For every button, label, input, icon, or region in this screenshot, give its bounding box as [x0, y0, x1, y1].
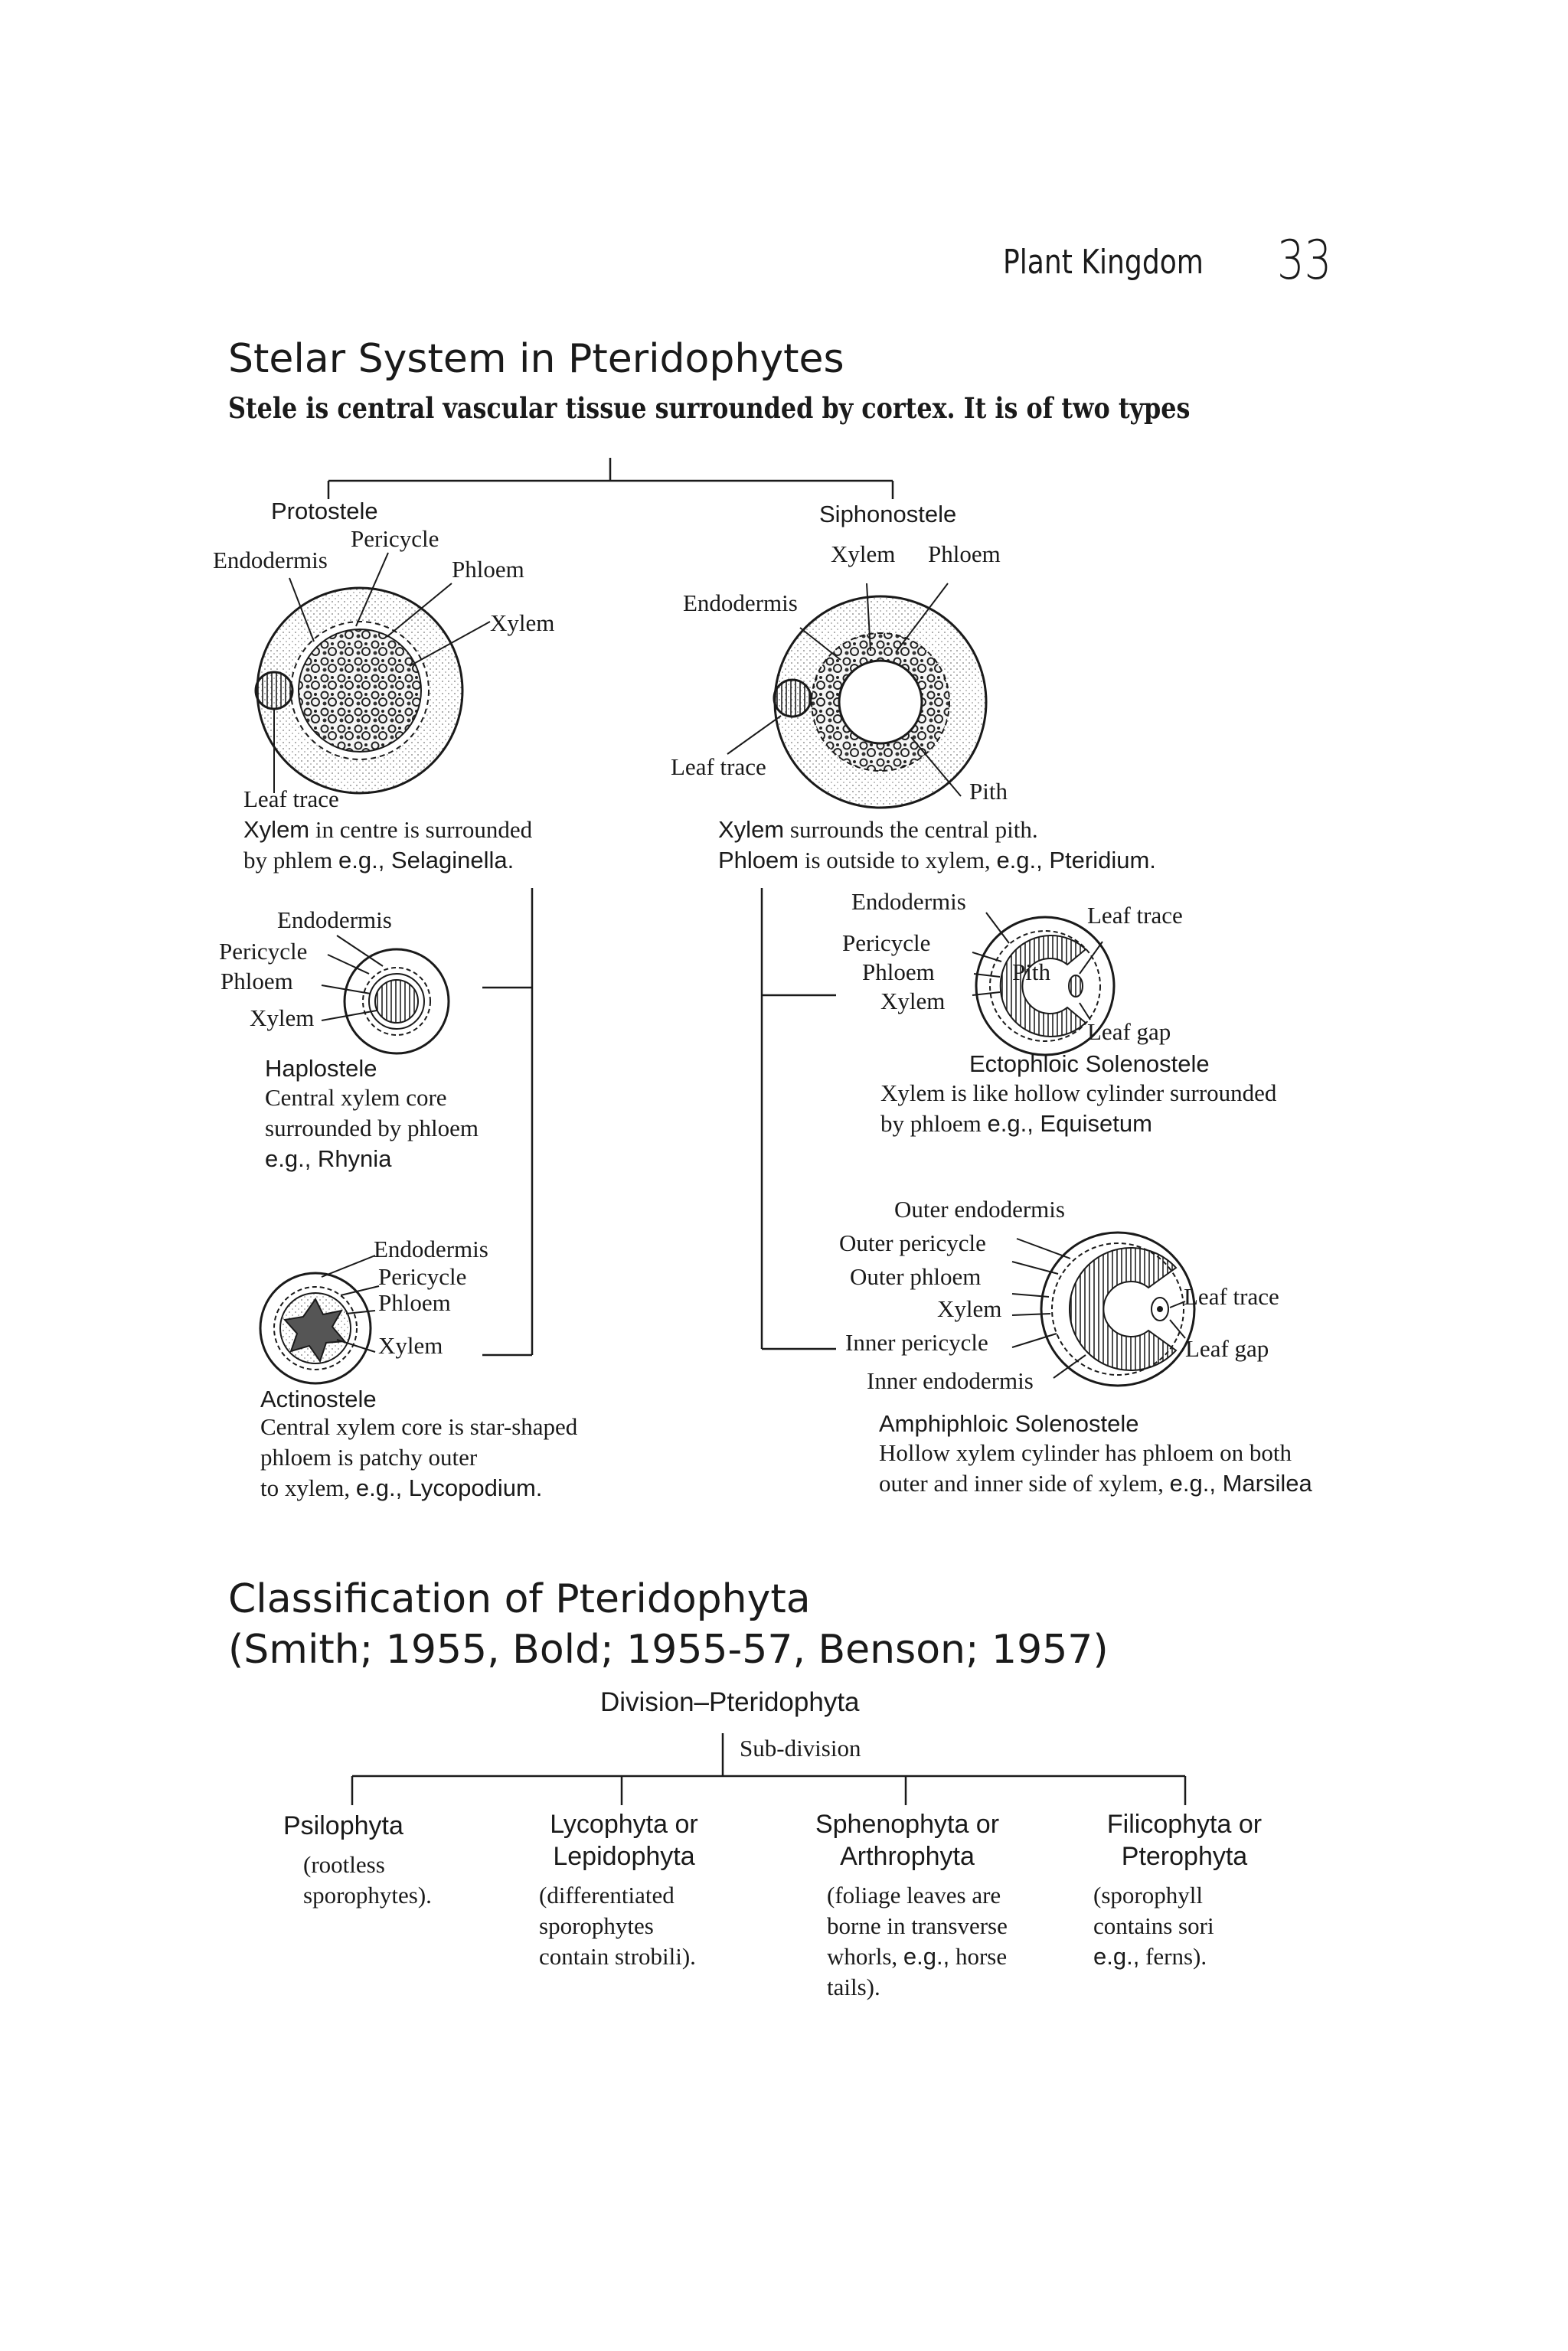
- actinostele-label-xylem: Xylem: [378, 1332, 443, 1359]
- protostele-description-line2: by phlem e.g., Selaginella.: [243, 847, 514, 873]
- haplostele-description-line3: e.g., Rhynia: [265, 1145, 392, 1172]
- ectophloic-label-xylem: Xylem: [880, 988, 946, 1014]
- types-bracket: [327, 458, 894, 499]
- group-desc-lycophyta: (differentiated sporophytes contain stro…: [539, 1882, 696, 1970]
- group-name-psilophyta: Psilophyta: [283, 1811, 403, 1840]
- amphiphloic-description-line1: Hollow xylem cylinder has phloem on both: [879, 1439, 1292, 1466]
- subdivision-label: Sub-division: [740, 1735, 861, 1762]
- amphiphloic-diagram: [1011, 1231, 1196, 1387]
- ectophloic-description-line2: by phloem e.g., Equisetum: [880, 1110, 1152, 1137]
- siphonostele-description-line1: Xylem surrounds the central pith.: [718, 816, 1038, 843]
- protostele-diagram: [254, 552, 491, 795]
- amphiphloic-label-xylem: Xylem: [937, 1295, 1002, 1322]
- group-desc-filicophyta: (sporophyll contains sori e.g., ferns).: [1093, 1882, 1214, 1970]
- ectophloic-label-leaf-trace: Leaf trace: [1087, 902, 1183, 929]
- amphiphloic-label-inner-pericycle: Inner pericycle: [845, 1329, 988, 1356]
- siphonostele-description-line2: Phloem is outside to xylem, e.g., Pterid…: [718, 847, 1156, 873]
- amphiphloic-description-line2: outer and inner side of xylem, e.g., Mar…: [879, 1470, 1312, 1497]
- amphiphloic-label-leaf-trace: Leaf trace: [1184, 1283, 1279, 1310]
- actinostele-description-line1: Central xylem core is star-shaped: [260, 1413, 578, 1440]
- division-label: Division–Pteridophyta: [600, 1687, 860, 1717]
- siphonostele-label-phloem: Phloem: [928, 540, 1001, 567]
- section-title-stelar: Stelar System in Pteridophytes: [228, 336, 844, 382]
- running-title: Plant Kingdom: [1003, 243, 1204, 282]
- group-desc-sphenophyta: (foliage leaves are borne in transverse …: [827, 1882, 1008, 2000]
- section-subtitle-stelar: Stele is central vascular tissue surroun…: [228, 391, 1191, 425]
- actinostele-label-phloem: Phloem: [378, 1289, 451, 1316]
- haplostele-description-line1: Central xylem core: [265, 1084, 447, 1111]
- ectophloic-description-line1: Xylem is like hollow cylinder surrounded: [880, 1079, 1277, 1106]
- group-name-sphenophyta: Sphenophyta or Arthrophyta: [815, 1810, 1000, 1871]
- haplostele-diagram: [321, 935, 450, 1055]
- amphiphloic-label-outer-pericycle: Outer pericycle: [839, 1229, 986, 1256]
- amphiphloic-heading: Amphiphloic Solenostele: [879, 1410, 1139, 1437]
- amphiphloic-label-outer-phloem: Outer phloem: [850, 1263, 982, 1290]
- ectophloic-label-pith: Pith: [1012, 958, 1050, 985]
- ectophloic-label-pericycle: Pericycle: [842, 929, 931, 956]
- group-name-filicophyta: Filicophyta or Pterophyta: [1106, 1810, 1263, 1871]
- siphonostele-label-xylem: Xylem: [831, 540, 896, 567]
- siphonostele-diagram: [727, 583, 988, 809]
- siphonostele-label-leaf-trace: Leaf trace: [671, 753, 766, 780]
- protostele-subtypes-bracket: [482, 888, 534, 1357]
- section-subtitle-classification: (Smith; 1955, Bold; 1955-57, Benson; 195…: [228, 1627, 1109, 1673]
- siphonostele-subtypes-bracket: [760, 888, 836, 1350]
- amphiphloic-label-leaf-gap: Leaf gap: [1185, 1335, 1269, 1362]
- ectophloic-label-endodermis: Endodermis: [851, 888, 966, 915]
- classification-tree: [351, 1733, 1187, 1805]
- actinostele-diagram: [259, 1255, 380, 1385]
- haplostele-label-phloem: Phloem: [220, 968, 293, 994]
- haplostele-heading: Haplostele: [265, 1055, 377, 1082]
- protostele-heading: Protostele: [271, 498, 378, 524]
- haplostele-label-pericycle: Pericycle: [219, 938, 308, 965]
- group-desc-psilophyta: (rootless sporophytes).: [303, 1851, 432, 1909]
- actinostele-description-line3: to xylem, e.g., Lycopodium.: [260, 1474, 543, 1501]
- protostele-label-leaf-trace: Leaf trace: [243, 785, 339, 812]
- section-title-classification: Classification of Pteridophyta: [228, 1576, 811, 1622]
- ectophloic-heading: Ectophloic Solenostele: [969, 1050, 1210, 1077]
- actinostele-heading: Actinostele: [260, 1386, 377, 1412]
- ectophloic-label-leaf-gap: Leaf gap: [1087, 1018, 1171, 1045]
- protostele-label-phloem: Phloem: [452, 556, 524, 583]
- actinostele-label-endodermis: Endodermis: [374, 1236, 488, 1262]
- ectophloic-diagram: [972, 912, 1116, 1056]
- page-number: 33: [1277, 229, 1332, 292]
- protostele-label-pericycle: Pericycle: [351, 525, 439, 552]
- amphiphloic-label-outer-endodermis: Outer endodermis: [894, 1196, 1065, 1223]
- group-name-lycophyta: Lycophyta or Lepidophyta: [550, 1810, 698, 1871]
- amphiphloic-label-inner-endodermis: Inner endodermis: [867, 1367, 1034, 1394]
- ectophloic-label-phloem: Phloem: [862, 958, 935, 985]
- actinostele-description-line2: phloem is patchy outer: [260, 1444, 478, 1471]
- protostele-description-line1: Xylem in centre is surrounded: [243, 816, 533, 843]
- haplostele-label-xylem: Xylem: [250, 1004, 315, 1031]
- actinostele-label-pericycle: Pericycle: [378, 1263, 467, 1290]
- siphonostele-label-endodermis: Endodermis: [683, 589, 798, 616]
- protostele-label-endodermis: Endodermis: [213, 547, 328, 573]
- siphonostele-label-pith: Pith: [969, 778, 1008, 805]
- haplostele-description-line2: surrounded by phloem: [265, 1115, 479, 1141]
- siphonostele-heading: Siphonostele: [819, 501, 957, 527]
- haplostele-label-endodermis: Endodermis: [277, 906, 392, 933]
- protostele-label-xylem: Xylem: [490, 609, 555, 636]
